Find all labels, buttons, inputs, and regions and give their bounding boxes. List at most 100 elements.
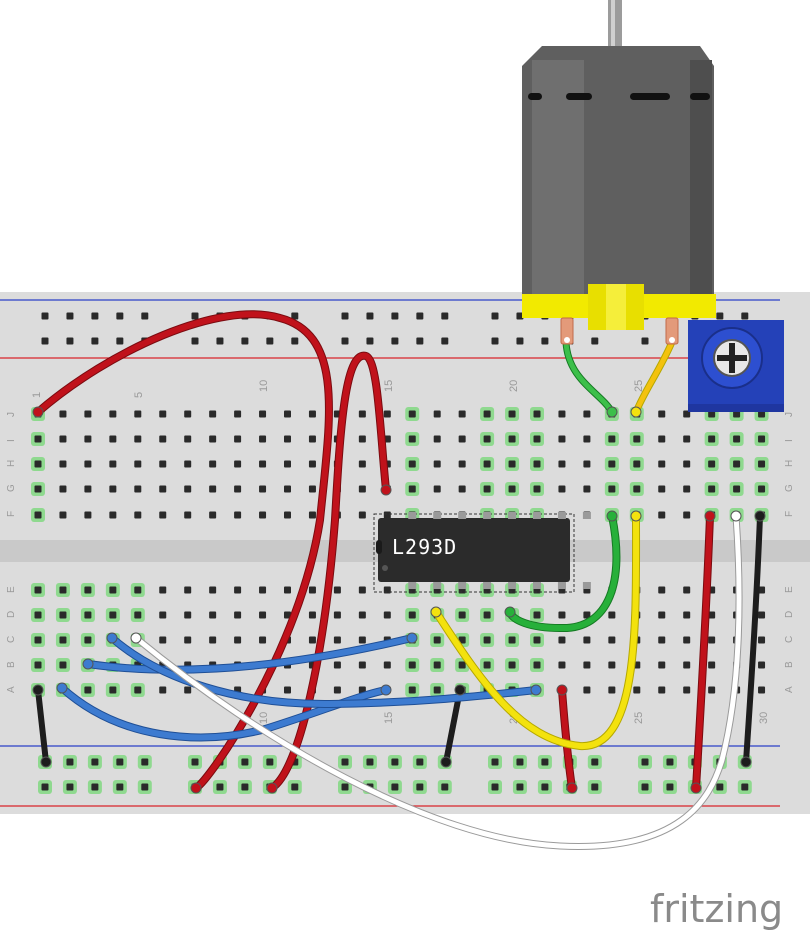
rail-hole <box>141 783 149 791</box>
motor-vent-slots <box>528 93 710 100</box>
breadboard-hole <box>209 586 217 594</box>
breadboard-hole <box>708 435 716 443</box>
breadboard-hole <box>234 460 242 468</box>
rail-hole <box>216 783 224 791</box>
wire-end <box>106 632 118 644</box>
breadboard-hole <box>733 485 741 493</box>
breadboard-hole <box>34 611 42 619</box>
breadboard-hole <box>259 636 267 644</box>
breadboard-hole <box>34 586 42 594</box>
breadboard-hole <box>84 586 92 594</box>
motor-terminal-hole <box>564 337 570 343</box>
breadboard-hole <box>708 661 716 669</box>
row-letter: G <box>784 484 795 492</box>
breadboard-hole <box>134 686 142 694</box>
black-wire-2 <box>443 687 463 765</box>
breadboard-hole <box>358 511 366 519</box>
breadboard-hole <box>758 661 766 669</box>
breadboard-hole <box>234 586 242 594</box>
breadboard-hole <box>758 410 766 418</box>
row-letter: F <box>784 511 795 517</box>
rail-hole <box>366 758 374 766</box>
breadboard-hole <box>483 460 491 468</box>
rail-hole <box>666 783 674 791</box>
breadboard-hole <box>184 586 192 594</box>
rail-hole <box>91 312 99 320</box>
wire-end <box>606 406 618 418</box>
breadboard-hole <box>708 636 716 644</box>
breadboard-hole <box>59 511 67 519</box>
breadboard-hole <box>308 410 316 418</box>
rail-hole <box>416 758 424 766</box>
breadboard-hole <box>683 435 691 443</box>
breadboard-hole <box>458 661 466 669</box>
breadboard-hole <box>508 435 516 443</box>
row-letter: A <box>784 686 795 693</box>
breadboard-hole <box>358 435 366 443</box>
breadboard-hole <box>533 460 541 468</box>
chip-pin <box>483 582 492 589</box>
breadboard-hole <box>433 661 441 669</box>
breadboard-holes <box>31 312 769 794</box>
breadboard-hole <box>184 611 192 619</box>
breadboard-hole <box>109 686 117 694</box>
wire-end <box>704 510 716 522</box>
breadboard-hole <box>109 611 117 619</box>
breadboard-hole <box>583 460 591 468</box>
col-num-top: 10 <box>258 380 270 392</box>
breadboard-hole <box>658 460 666 468</box>
breadboard-hole <box>433 686 441 694</box>
breadboard-hole <box>583 636 591 644</box>
breadboard-hole <box>84 485 92 493</box>
breadboard-hole <box>259 586 267 594</box>
rail-hole <box>416 337 424 345</box>
rail-hole <box>91 337 99 345</box>
breadboard-hole <box>333 686 341 694</box>
breadboard-hole <box>458 636 466 644</box>
rail-hole <box>541 783 549 791</box>
red-wire-1 <box>35 311 332 791</box>
breadboard-hole <box>34 460 42 468</box>
breadboard-hole <box>533 611 541 619</box>
breadboard-hole <box>758 435 766 443</box>
breadboard-hole <box>508 460 516 468</box>
breadboard-hole <box>408 661 416 669</box>
wires <box>34 310 763 850</box>
l293d-chip: L293D <box>373 512 591 593</box>
rail-hole <box>291 783 299 791</box>
rail-hole <box>391 758 399 766</box>
fritzing-logo: fritzing <box>650 887 783 931</box>
rail-hole <box>591 758 599 766</box>
breadboard-hole <box>308 611 316 619</box>
row-letter: C <box>6 636 17 643</box>
wire-end <box>740 756 752 768</box>
breadboard-hole <box>658 485 666 493</box>
breadboard-hole <box>84 511 92 519</box>
rail-hole <box>516 312 524 320</box>
rail-hole <box>141 758 149 766</box>
breadboard-hole <box>358 661 366 669</box>
breadboard-hole <box>134 586 142 594</box>
row-letter: I <box>6 439 17 442</box>
rail-hole <box>391 312 399 320</box>
rail-hole <box>491 312 499 320</box>
breadboard-hole <box>733 410 741 418</box>
motor-terminal-hole <box>669 337 675 343</box>
breadboard-hole <box>683 511 691 519</box>
rail-hole <box>491 337 499 345</box>
breadboard-hole <box>109 511 117 519</box>
breadboard-hole <box>558 460 566 468</box>
wire-end <box>730 510 742 522</box>
breadboard-hole <box>234 511 242 519</box>
chip-pin <box>458 512 467 519</box>
breadboard-hole <box>333 586 341 594</box>
motor-body-shade <box>690 60 712 296</box>
rail-hole <box>641 337 649 345</box>
breadboard-hole <box>558 435 566 443</box>
breadboard-hole <box>109 435 117 443</box>
wire-end <box>754 510 766 522</box>
rail-hole <box>41 312 49 320</box>
rail-hole <box>291 337 299 345</box>
breadboard-hole <box>134 435 142 443</box>
breadboard-hole <box>333 611 341 619</box>
